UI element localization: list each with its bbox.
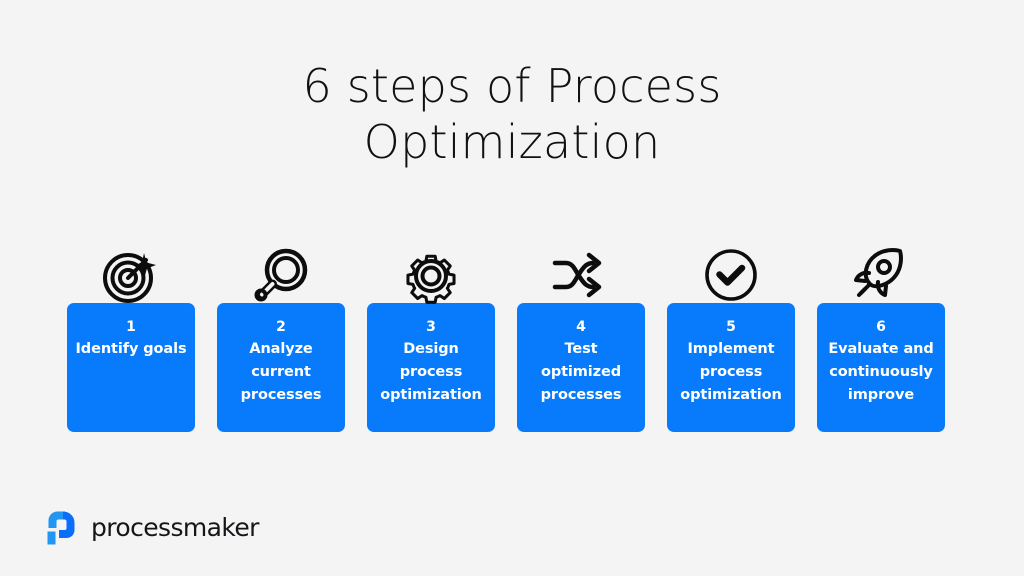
step-number-2: 2 bbox=[276, 319, 286, 335]
target-icon bbox=[99, 246, 163, 304]
step-card-body-2: 2 Analyze current processes bbox=[217, 303, 345, 432]
step-label-4: Test optimized processes bbox=[540, 341, 622, 403]
step-card-body-1: 1 Identify goals bbox=[67, 303, 195, 432]
step-number-1: 1 bbox=[126, 319, 136, 335]
step-number-3: 3 bbox=[426, 319, 436, 335]
processmaker-p-mark-icon bbox=[47, 511, 75, 545]
step-label-5: Implement process optimization bbox=[680, 341, 782, 403]
step-label-3: Design process optimization bbox=[380, 341, 482, 403]
page-title-line-2: Optimization bbox=[363, 115, 661, 169]
step-card-5[interactable]: 5 Implement process optimization bbox=[667, 246, 795, 432]
page-title: 6 steps of Process Optimization bbox=[0, 58, 1024, 170]
shuffle-arrows-icon bbox=[549, 246, 613, 304]
step-card-body-4: 4 Test optimized processes bbox=[517, 303, 645, 432]
step-card-body-3: 3 Design process optimization bbox=[367, 303, 495, 432]
step-card-4[interactable]: 4 Test optimized processes bbox=[517, 246, 645, 432]
step-card-2[interactable]: 2 Analyze current processes bbox=[217, 246, 345, 432]
step-card-1[interactable]: 1 Identify goals bbox=[67, 246, 195, 432]
step-label-2: Analyze current processes bbox=[240, 341, 322, 403]
step-label-1: Identify goals bbox=[75, 341, 187, 357]
steps-row: 1 Identify goals 2 Analyze current proce… bbox=[67, 246, 957, 432]
step-number-4: 4 bbox=[576, 319, 586, 335]
processmaker-wordmark: processmaker bbox=[91, 513, 259, 542]
step-card-3[interactable]: 3 Design process optimization bbox=[367, 246, 495, 432]
magnifier-icon bbox=[249, 246, 313, 304]
step-card-body-5: 5 Implement process optimization bbox=[667, 303, 795, 432]
step-number-6: 6 bbox=[876, 319, 886, 335]
rocket-icon bbox=[849, 246, 913, 304]
step-card-6[interactable]: 6 Evaluate and continuously improve bbox=[817, 246, 945, 432]
processmaker-logo: processmaker bbox=[44, 508, 259, 548]
step-number-5: 5 bbox=[726, 319, 736, 335]
step-card-body-6: 6 Evaluate and continuously improve bbox=[817, 303, 945, 432]
step-label-6: Evaluate and continuously improve bbox=[828, 341, 934, 403]
check-circle-icon bbox=[699, 246, 763, 304]
page-title-line-1: 6 steps of Process bbox=[302, 59, 722, 113]
gear-icon bbox=[399, 246, 463, 304]
